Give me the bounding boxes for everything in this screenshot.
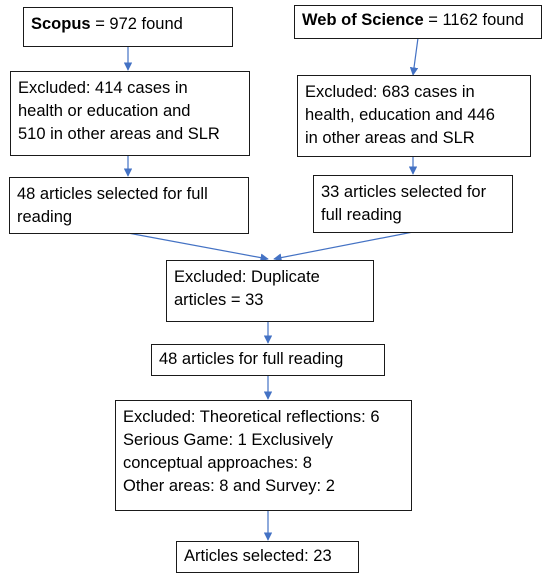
wos-label: Web of Science — [302, 11, 424, 29]
selected-scopus-line-1: 48 articles selected for full — [17, 185, 208, 203]
scopus-box: Scopus = 972 found — [23, 7, 233, 47]
articles-selected-text: Articles selected: 23 — [184, 547, 332, 565]
selected-wos-box: 33 articles selected for full reading — [313, 175, 513, 233]
articles-selected-box: Articles selected: 23 — [176, 541, 359, 573]
arrow-selected-scopus-to-duplicates — [127, 232, 269, 262]
arrow-wos-to-excluded — [409, 37, 419, 76]
excluded-wos-box: Excluded: 683 cases in health, education… — [297, 75, 531, 157]
selected-wos-line-2: full reading — [321, 206, 402, 224]
wos-count: = 1162 found — [423, 11, 524, 29]
selected-scopus-box: 48 articles selected for full reading — [9, 177, 249, 234]
wos-box: Web of Science = 1162 found — [294, 5, 542, 39]
excluded-scopus-line-1: Excluded: 414 cases in — [18, 79, 188, 97]
scopus-label: Scopus — [31, 15, 91, 33]
arrow-selected-wos-to-duplicates — [273, 231, 414, 262]
duplicates-line-1: Excluded: Duplicate — [174, 268, 320, 286]
excluded-final-line-1: Excluded: Theoretical reflections: 6 — [123, 408, 380, 426]
excluded-scopus-box: Excluded: 414 cases in health or educati… — [10, 71, 250, 156]
duplicates-line-2: articles = 33 — [174, 291, 264, 309]
excluded-scopus-line-3: 510 in other areas and SLR — [18, 125, 220, 143]
excluded-final-line-3: conceptual approaches: 8 — [123, 454, 312, 472]
excluded-final-box: Excluded: Theoretical reflections: 6 Ser… — [115, 400, 412, 511]
duplicates-box: Excluded: Duplicate articles = 33 — [166, 260, 374, 322]
excluded-final-line-4: Other areas: 8 and Survey: 2 — [123, 477, 335, 495]
excluded-wos-line-3: in other areas and SLR — [305, 129, 475, 147]
selected-wos-line-1: 33 articles selected for — [321, 183, 487, 201]
excluded-wos-line-1: Excluded: 683 cases in — [305, 83, 475, 101]
selected-scopus-line-2: reading — [17, 208, 73, 226]
excluded-wos-line-2: health, education and 446 — [305, 106, 495, 124]
excluded-scopus-line-2: health or education and — [18, 102, 191, 120]
full-reading-box: 48 articles for full reading — [151, 344, 385, 376]
excluded-final-line-2: Serious Game: 1 Exclusively — [123, 431, 333, 449]
full-reading-text: 48 articles for full reading — [159, 350, 344, 368]
scopus-count: = 972 found — [90, 15, 183, 33]
